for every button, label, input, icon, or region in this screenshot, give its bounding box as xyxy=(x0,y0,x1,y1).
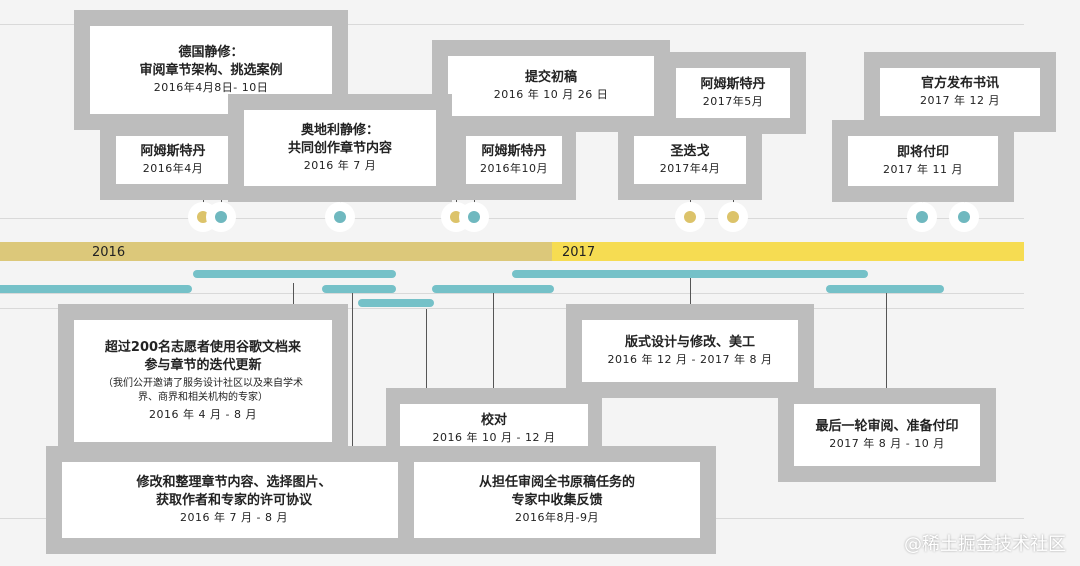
event-card-amsterdam-2016-04: 阿姆斯特丹 2016年4月 xyxy=(116,136,230,184)
event-card-austria: 奥地利静修： 共同创作章节内容 2016 年 7 月 xyxy=(244,110,436,186)
grid-line xyxy=(0,24,1024,25)
milestone-dot xyxy=(675,202,705,232)
phase-title: 超过200名志愿者使用谷歌文档来 参与章节的迭代更新 xyxy=(104,340,302,373)
phase-note: （我们公开邀请了服务设计社区以及来自学术 界、商界和相关机构的专家） xyxy=(103,378,303,403)
event-date: 2016年4月8日- 10日 xyxy=(153,81,269,94)
event-title: 即将付印 xyxy=(896,145,949,160)
event-card-san-diego: 圣迭戈 2017年4月 xyxy=(634,136,746,184)
event-date: 2017 年 11 月 xyxy=(883,163,963,176)
phase-date: 2016 年 10 月 - 12 月 xyxy=(432,431,556,444)
phase-title: 从担任审阅全书原稿任务的 专家中收集反馈 xyxy=(478,475,635,508)
phase-date: 2017 年 8 月 - 10 月 xyxy=(829,437,945,450)
phase-date: 2016年8月-9月 xyxy=(515,511,599,524)
event-date: 2017年5月 xyxy=(702,95,764,108)
phase-date: 2016 年 7 月 - 8 月 xyxy=(180,511,288,524)
event-card-germany: 德国静修： 审阅章节架构、挑选案例 2016年4月8日- 10日 xyxy=(90,26,332,114)
grid-line xyxy=(0,293,1024,294)
phase-bar xyxy=(358,299,434,307)
phase-card-revise: 修改和整理章节内容、选择图片、 获取作者和专家的许可协议 2016 年 7 月 … xyxy=(62,462,406,538)
event-card-announcement: 官方发布书讯 2017 年 12 月 xyxy=(880,68,1040,116)
event-date: 2016 年 10 月 26 日 xyxy=(493,88,609,101)
phase-card-proofreading: 校对 2016 年 10 月 - 12 月 xyxy=(400,404,588,454)
phase-card-layout: 版式设计与修改、美工 2016 年 12 月 - 2017 年 8 月 xyxy=(582,320,798,382)
phase-date: 2016 年 4 月 - 8 月 xyxy=(149,408,257,421)
event-date: 2017年4月 xyxy=(659,162,721,175)
event-title: 德国静修： 审阅章节架构、挑选案例 xyxy=(139,45,283,78)
year-label-2017: 2017 xyxy=(562,245,596,260)
timeline-band-2017 xyxy=(552,242,1024,261)
watermark: @稀土掘金技术社区 xyxy=(904,534,1066,555)
phase-title: 修改和整理章节内容、选择图片、 获取作者和专家的许可协议 xyxy=(136,475,332,508)
year-label-2016: 2016 xyxy=(92,245,126,260)
phase-title: 校对 xyxy=(480,413,507,428)
phase-card-final-review: 最后一轮审阅、准备付印 2017 年 8 月 - 10 月 xyxy=(794,404,980,466)
milestone-dot xyxy=(718,202,748,232)
event-date: 2017 年 12 月 xyxy=(920,94,1000,107)
phase-card-feedback: 从担任审阅全书原稿任务的 专家中收集反馈 2016年8月-9月 xyxy=(414,462,700,538)
connector-line xyxy=(293,283,294,321)
event-title: 圣迭戈 xyxy=(670,144,710,159)
event-card-amsterdam-2017-05: 阿姆斯特丹 2017年5月 xyxy=(676,68,790,118)
event-title: 官方发布书讯 xyxy=(920,76,999,91)
phase-bar xyxy=(512,270,868,278)
phase-bar xyxy=(0,285,192,293)
event-date: 2016 年 7 月 xyxy=(303,159,377,172)
event-date: 2016年10月 xyxy=(480,162,548,175)
grid-line xyxy=(0,218,1024,219)
event-card-amsterdam-2016-10: 阿姆斯特丹 2016年10月 xyxy=(466,136,562,184)
event-card-first-draft: 提交初稿 2016 年 10 月 26 日 xyxy=(448,56,654,116)
event-title: 奥地利静修： 共同创作章节内容 xyxy=(287,123,392,156)
phase-date: 2016 年 12 月 - 2017 年 8 月 xyxy=(607,353,773,366)
milestone-dot xyxy=(459,202,489,232)
connector-line xyxy=(352,293,353,461)
connector-line xyxy=(493,293,494,463)
phase-bar xyxy=(193,270,396,278)
phase-card-volunteers: 超过200名志愿者使用谷歌文档来 参与章节的迭代更新 （我们公开邀请了服务设计社… xyxy=(74,320,332,442)
phase-bar xyxy=(826,285,944,293)
milestone-dot xyxy=(206,202,236,232)
event-card-press: 即将付印 2017 年 11 月 xyxy=(848,136,998,186)
event-date: 2016年4月 xyxy=(142,162,204,175)
phase-bar xyxy=(322,285,396,293)
milestone-dot xyxy=(949,202,979,232)
grid-line xyxy=(0,308,1024,309)
event-title: 提交初稿 xyxy=(524,70,577,85)
connector-line xyxy=(426,309,427,405)
phase-title: 最后一轮审阅、准备付印 xyxy=(815,419,959,434)
event-title: 阿姆斯特丹 xyxy=(700,77,766,92)
milestone-dot xyxy=(325,202,355,232)
milestone-dot xyxy=(907,202,937,232)
connector-line xyxy=(690,278,691,320)
connector-line xyxy=(886,293,887,405)
event-title: 阿姆斯特丹 xyxy=(140,144,206,159)
phase-title: 版式设计与修改、美工 xyxy=(624,335,755,350)
timeline-band-2016 xyxy=(0,242,552,261)
phase-bar xyxy=(432,285,554,293)
event-title: 阿姆斯特丹 xyxy=(481,144,547,159)
